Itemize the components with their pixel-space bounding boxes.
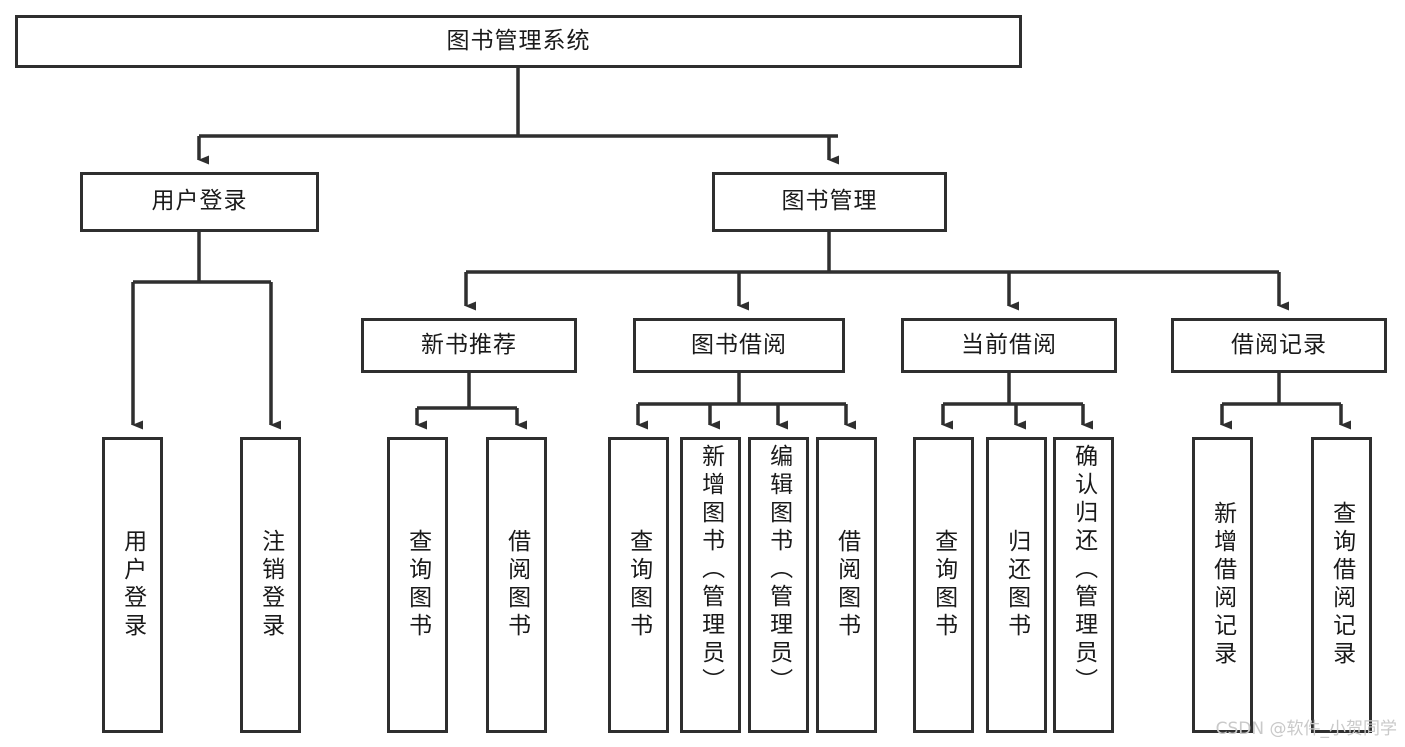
node-new-book-recommend[interactable]: 新书推荐 <box>361 318 577 373</box>
node-leaf-edit-book-admin[interactable]: 编辑图书（管理员） <box>748 437 809 733</box>
node-borrow-record-label: 借阅记录 <box>1231 331 1327 358</box>
node-leaf-edit-book-admin-label: 编辑图书（管理员） <box>765 444 792 696</box>
node-leaf-borrow-book-borrow[interactable]: 借阅图书 <box>816 437 877 733</box>
node-leaf-add-borrow-record-label: 新增借阅记录 <box>1209 501 1236 669</box>
node-leaf-add-book-admin-label: 新增图书（管理员） <box>697 444 724 696</box>
node-leaf-query-book-current-label: 查询图书 <box>930 529 957 641</box>
node-leaf-query-borrow-record-label: 查询借阅记录 <box>1328 501 1355 669</box>
node-leaf-borrow-book-recommend-label: 借阅图书 <box>503 529 530 641</box>
node-leaf-query-book-borrow[interactable]: 查询图书 <box>608 437 669 733</box>
node-borrow-record[interactable]: 借阅记录 <box>1171 318 1387 373</box>
node-leaf-user-login-label: 用户登录 <box>119 529 146 641</box>
node-user-login[interactable]: 用户登录 <box>80 172 319 232</box>
node-leaf-query-book-recommend[interactable]: 查询图书 <box>387 437 448 733</box>
node-leaf-return-book-label: 归还图书 <box>1003 529 1030 641</box>
node-book-borrow[interactable]: 图书借阅 <box>633 318 845 373</box>
node-current-borrow[interactable]: 当前借阅 <box>901 318 1117 373</box>
node-leaf-borrow-book-recommend[interactable]: 借阅图书 <box>486 437 547 733</box>
node-leaf-query-book-recommend-label: 查询图书 <box>404 529 431 641</box>
node-leaf-user-login[interactable]: 用户登录 <box>102 437 163 733</box>
node-book-management[interactable]: 图书管理 <box>712 172 947 232</box>
node-leaf-return-book[interactable]: 归还图书 <box>986 437 1047 733</box>
node-root-label: 图书管理系统 <box>446 27 591 54</box>
node-leaf-confirm-return-admin-label: 确认归还（管理员） <box>1070 444 1097 696</box>
node-current-borrow-label: 当前借阅 <box>961 331 1057 358</box>
node-user-login-label: 用户登录 <box>151 188 248 215</box>
node-leaf-query-book-current[interactable]: 查询图书 <box>913 437 974 733</box>
node-leaf-user-logout-label: 注销登录 <box>257 529 284 641</box>
node-new-book-recommend-label: 新书推荐 <box>421 331 517 358</box>
node-leaf-confirm-return-admin[interactable]: 确认归还（管理员） <box>1053 437 1114 733</box>
node-leaf-query-borrow-record[interactable]: 查询借阅记录 <box>1311 437 1372 733</box>
node-leaf-borrow-book-borrow-label: 借阅图书 <box>833 529 860 641</box>
node-leaf-user-logout[interactable]: 注销登录 <box>240 437 301 733</box>
node-book-management-label: 图书管理 <box>781 188 878 215</box>
node-book-borrow-label: 图书借阅 <box>691 331 787 358</box>
node-leaf-query-book-borrow-label: 查询图书 <box>625 529 652 641</box>
node-root[interactable]: 图书管理系统 <box>15 15 1022 68</box>
node-leaf-add-book-admin[interactable]: 新增图书（管理员） <box>680 437 741 733</box>
node-leaf-add-borrow-record[interactable]: 新增借阅记录 <box>1192 437 1253 733</box>
